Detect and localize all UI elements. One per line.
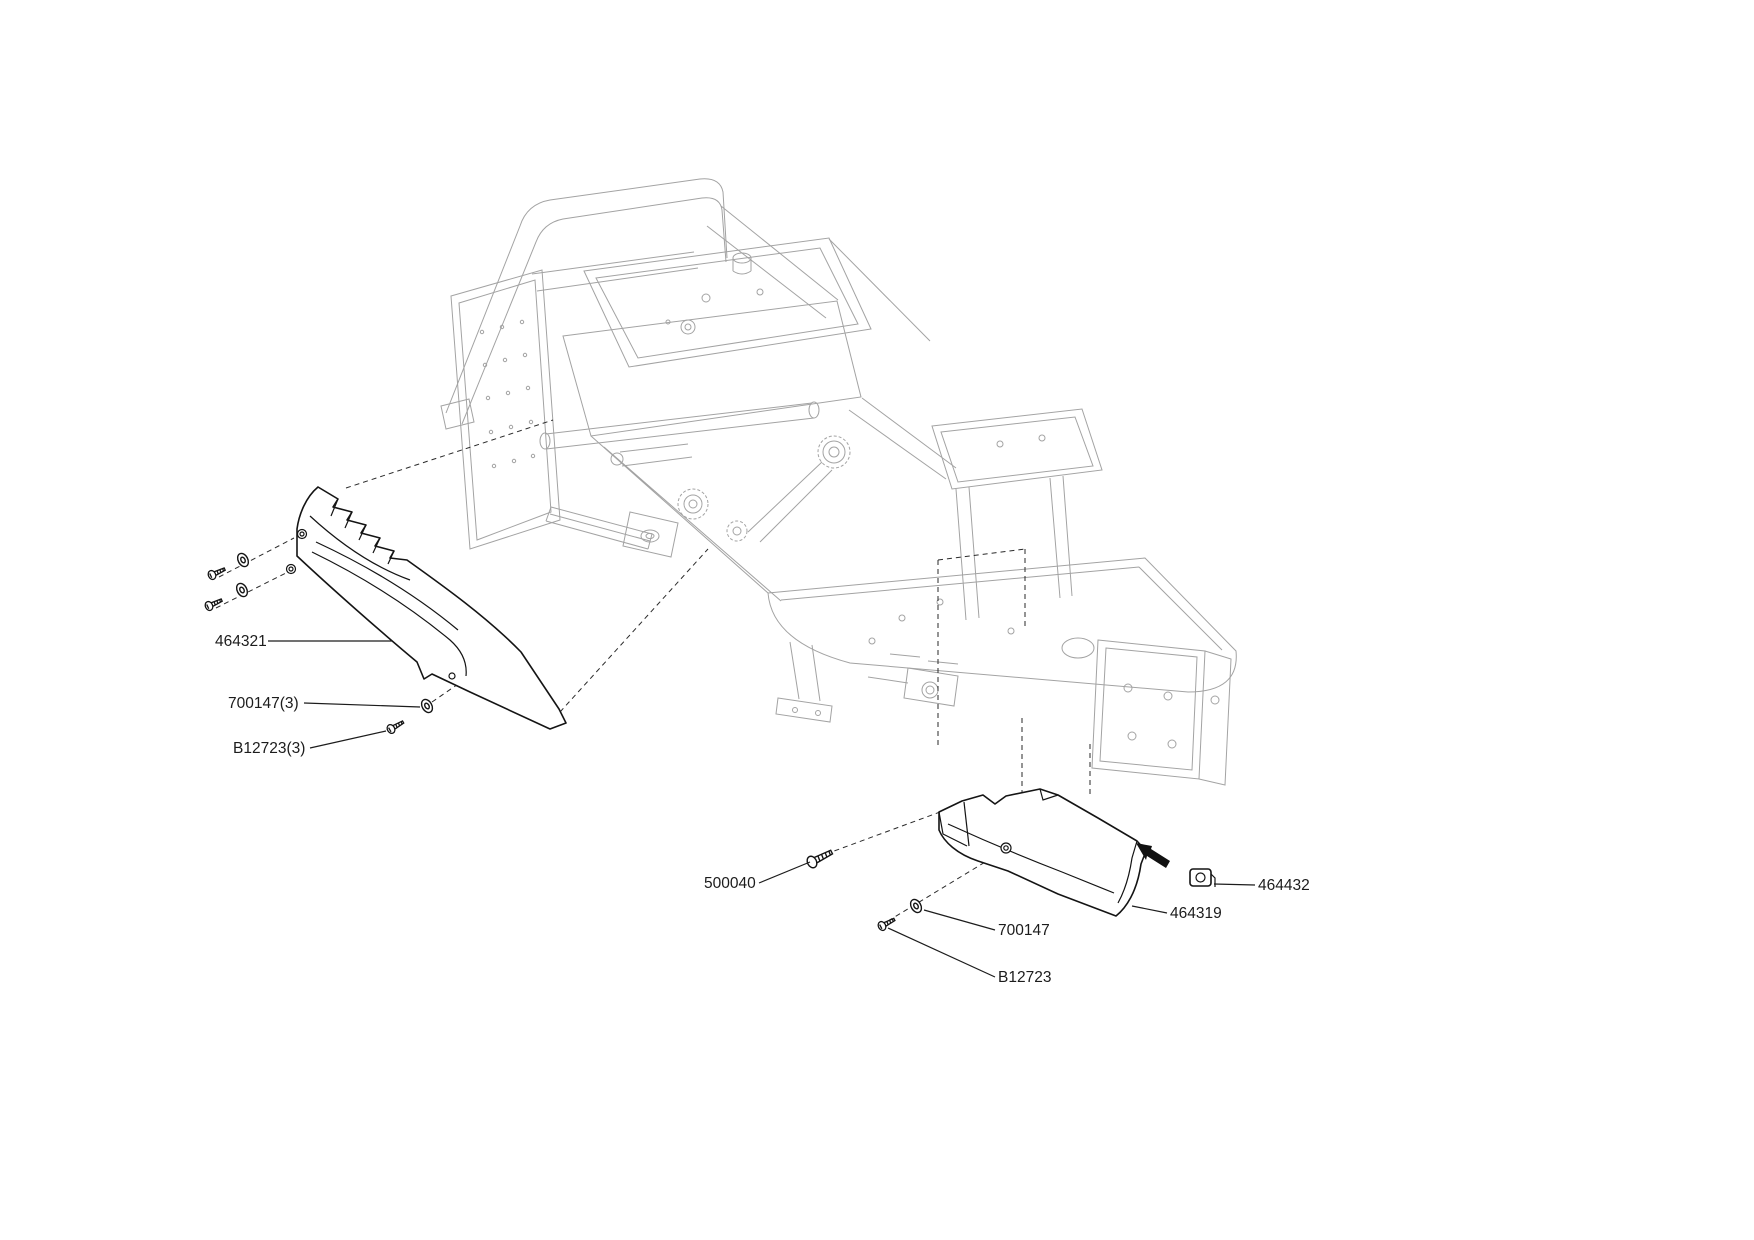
screw-icon-b12723-left-1	[206, 564, 228, 582]
part-label-500040: 500040	[704, 875, 756, 892]
part-label-700147: 700147	[998, 922, 1050, 939]
washer-icon-700147-right	[907, 896, 925, 916]
washer-icon-700147-left-1	[234, 550, 252, 570]
bolt-icon-500040	[804, 845, 836, 871]
part-label-b12723-3: B12723(3)	[233, 740, 305, 757]
left-side-panel-464321	[285, 486, 567, 730]
part-label-b12723: B12723	[998, 969, 1051, 986]
washer-icon-700147-left-2	[233, 580, 251, 600]
insert-direction-arrow-icon	[1136, 843, 1170, 868]
right-side-panel-464319	[938, 788, 1147, 917]
construction-dashed-lines	[215, 419, 1091, 922]
washer-icon-700147-left-3	[418, 696, 436, 716]
part-labels: 464321 700147(3) B12723(3) 500040 700147…	[215, 633, 1310, 986]
screw-icon-b12723-left-3	[384, 717, 407, 736]
panel-holes	[479, 319, 536, 469]
screw-icon-b12723-right	[876, 914, 898, 933]
screw-icon-b12723-left-2	[203, 595, 225, 613]
fasteners	[203, 550, 925, 933]
part-label-464432: 464432	[1258, 877, 1310, 894]
part-label-700147-3: 700147(3)	[228, 695, 299, 712]
chassis-wireframe	[440, 178, 1237, 786]
grommet-464432	[1189, 868, 1216, 887]
part-label-464321: 464321	[215, 633, 267, 650]
leader-lines	[268, 640, 1256, 978]
part-label-464319: 464319	[1170, 905, 1222, 922]
